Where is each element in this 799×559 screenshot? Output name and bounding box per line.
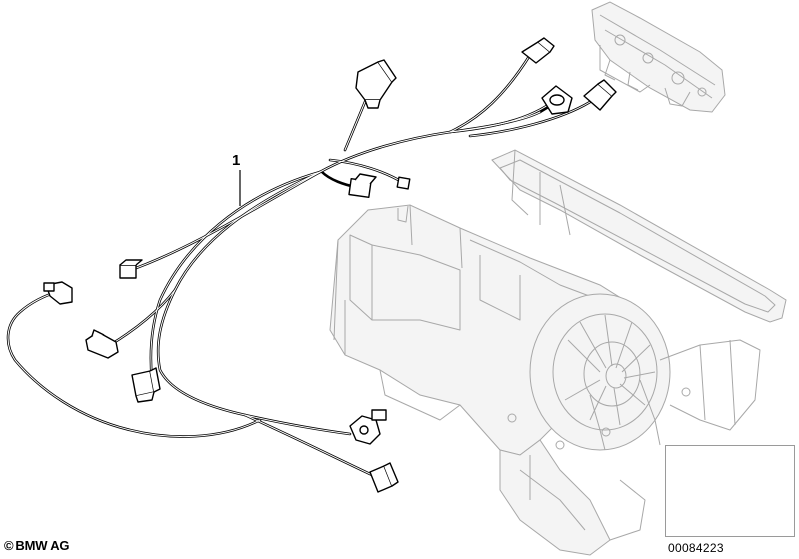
wiring-harness xyxy=(6,37,617,493)
copyright-text: BMW AG xyxy=(15,538,70,553)
connector-lower-left xyxy=(131,367,161,403)
copyright-notice: ©BMW AG xyxy=(4,538,70,553)
part-number-callout: 1 xyxy=(232,152,241,169)
vehicle-inset-frame xyxy=(665,445,795,537)
connector-right-round xyxy=(541,85,573,115)
image-number: 00084223 xyxy=(668,541,724,555)
heater-blower-housing xyxy=(329,149,787,556)
copyright-symbol: © xyxy=(4,538,14,553)
connector-left-small xyxy=(119,259,143,279)
connector-upper-middle xyxy=(355,59,397,109)
connector-top-right-small xyxy=(521,37,555,64)
connector-right-square xyxy=(583,79,617,111)
connector-bottom-right xyxy=(369,462,399,493)
connector-middle-box xyxy=(348,173,377,199)
connector-middle-small-end xyxy=(396,176,411,190)
climate-control-panel xyxy=(591,1,726,113)
connector-far-left xyxy=(43,281,73,305)
connector-sensor-lower-right xyxy=(349,409,387,445)
connector-left-bracket xyxy=(85,329,119,359)
